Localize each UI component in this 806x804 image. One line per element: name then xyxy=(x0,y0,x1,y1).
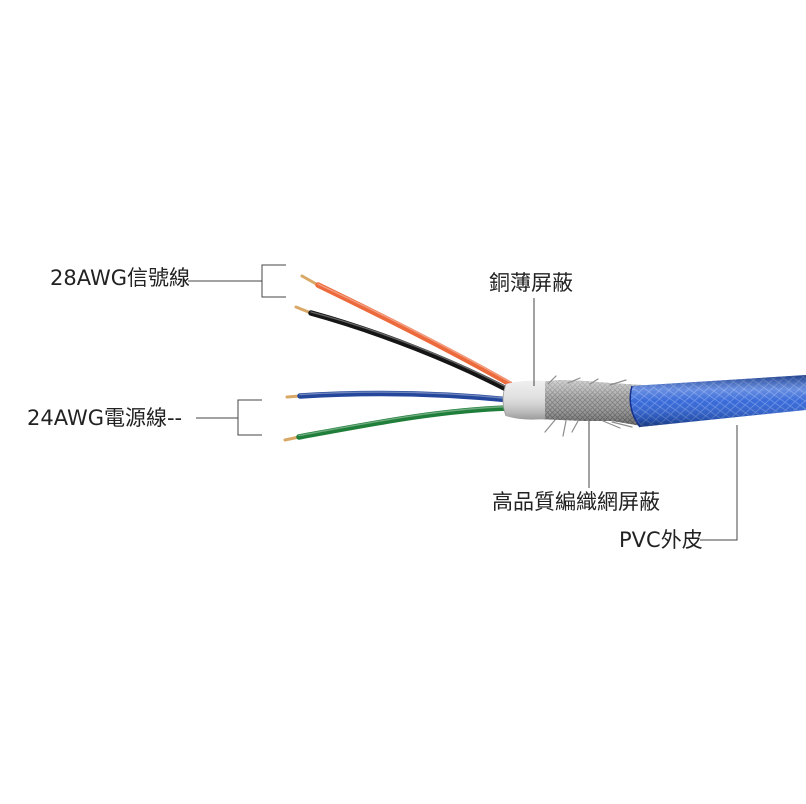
frayed-strand xyxy=(571,420,579,433)
power-wire-label: 24AWG電源線-- xyxy=(27,406,183,430)
pvc-jacket-cut-edge xyxy=(629,385,641,428)
blue-power-wire xyxy=(297,390,513,403)
copper-foil-shield-label: 銅薄屏蔽 xyxy=(489,271,573,295)
power-wire-bracket xyxy=(237,399,262,436)
frayed-strand xyxy=(544,419,556,433)
black-signal-wire xyxy=(308,310,513,394)
black-wire-highlight xyxy=(310,311,511,390)
frayed-strand xyxy=(589,378,599,385)
pvc-jacket-shading xyxy=(630,375,806,427)
green-wire-highlight xyxy=(298,405,511,437)
frayed-strand xyxy=(602,420,621,429)
signal-wire-bracket xyxy=(261,264,286,298)
pvc-jacket-label: PVC外皮 xyxy=(619,528,703,552)
braided-shield-label: 高品質編織網屏蔽 xyxy=(492,490,660,514)
signal-wire-label: 28AWG信號線 xyxy=(50,266,190,290)
braided-shield-shading xyxy=(538,380,642,426)
frayed-strand xyxy=(611,421,633,428)
orange-wire-conductor-tip xyxy=(300,274,320,287)
blue-wire-highlight xyxy=(299,391,511,400)
copper-foil-shading xyxy=(503,380,545,420)
orange-wire-highlight xyxy=(317,283,511,383)
frayed-strand xyxy=(609,379,627,386)
frayed-strand xyxy=(547,375,557,385)
pvc-jacket-leader-line xyxy=(700,425,738,541)
frayed-strand xyxy=(567,377,581,384)
green-power-wire xyxy=(296,405,513,440)
frayed-strand xyxy=(562,420,567,437)
orange-signal-wire xyxy=(315,282,513,387)
copper-foil-edge xyxy=(502,383,507,417)
